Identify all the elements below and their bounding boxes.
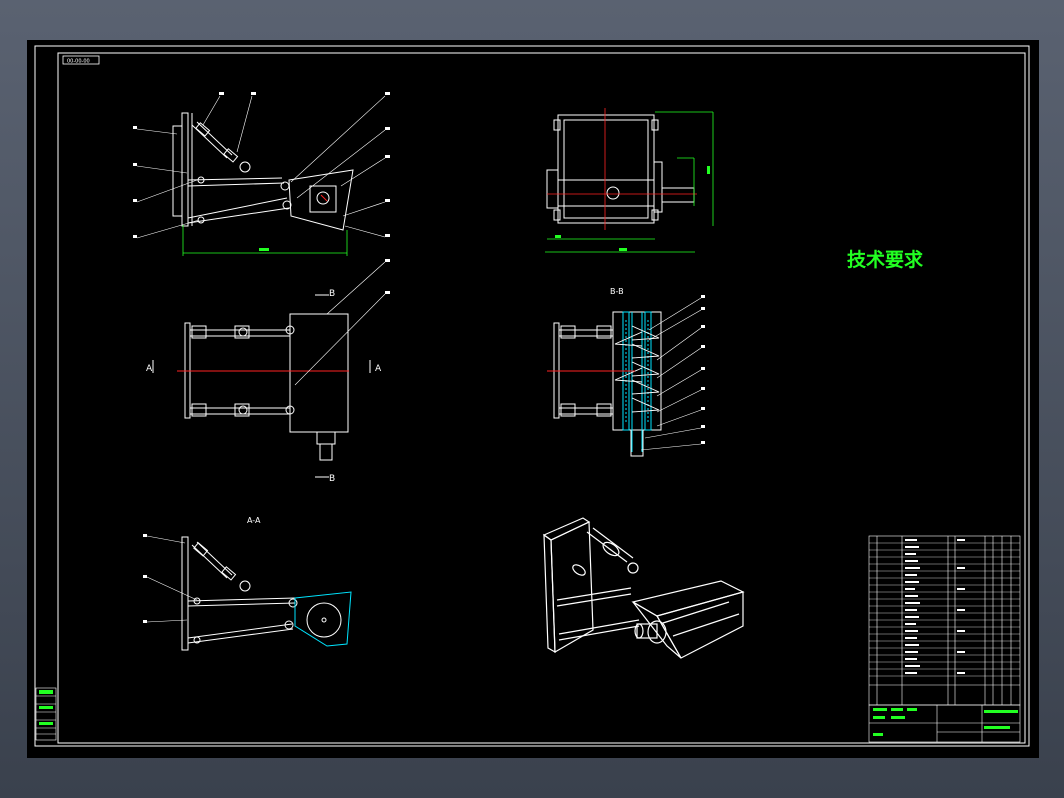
section-line-aa: A A — [146, 360, 382, 374]
view-aa-title: A-A — [247, 516, 261, 525]
view-side-dimensions — [545, 111, 714, 253]
view-aa-rotor — [306, 602, 342, 638]
drawing-number-tag: 00-00-00 — [62, 55, 100, 65]
view-bb-vanes — [614, 325, 660, 413]
title-block-parts-list — [868, 535, 1021, 706]
view-aa-housing-section — [294, 591, 352, 647]
cad-viewport[interactable]: 00-00-00 — [27, 40, 1039, 758]
view-bb-title: B-B — [610, 287, 624, 296]
parts-list-cell-fills — [905, 539, 965, 674]
svg-text:B: B — [329, 474, 335, 484]
view-bb-leaders — [640, 297, 702, 451]
title-block-main — [868, 704, 1021, 743]
view-front-assembly — [172, 112, 354, 231]
svg-text:A: A — [146, 364, 153, 374]
tech-requirements-title: 技术要求 — [847, 248, 924, 271]
view-bb-balloons — [701, 295, 705, 444]
view-side-centerlines — [547, 108, 697, 230]
svg-text:B: B — [329, 289, 335, 299]
title-block-green-text — [873, 708, 1018, 736]
parts-list-rows — [869, 542, 1020, 677]
view-front-centerline — [320, 194, 328, 202]
view-aa-assembly — [181, 536, 298, 651]
svg-text:A: A — [375, 364, 382, 374]
view-top-assembly — [184, 313, 349, 461]
view-front-dimension — [182, 225, 348, 256]
drawing-canvas: 00-00-00 — [34, 45, 1030, 747]
drawing-frame-inner — [57, 52, 1026, 744]
svg-text:00-00-00: 00-00-00 — [67, 59, 90, 65]
view-top-leaders — [294, 259, 390, 386]
drawing-frame-outer — [34, 45, 1030, 747]
section-line-bb: B B — [315, 289, 335, 484]
view-side-assembly — [546, 114, 695, 224]
view-front-balloons — [133, 92, 390, 238]
margin-stamp-block — [35, 687, 57, 741]
view-aa-leaders — [143, 534, 198, 623]
view-front-leaders — [136, 95, 386, 239]
view-isometric — [542, 517, 745, 659]
